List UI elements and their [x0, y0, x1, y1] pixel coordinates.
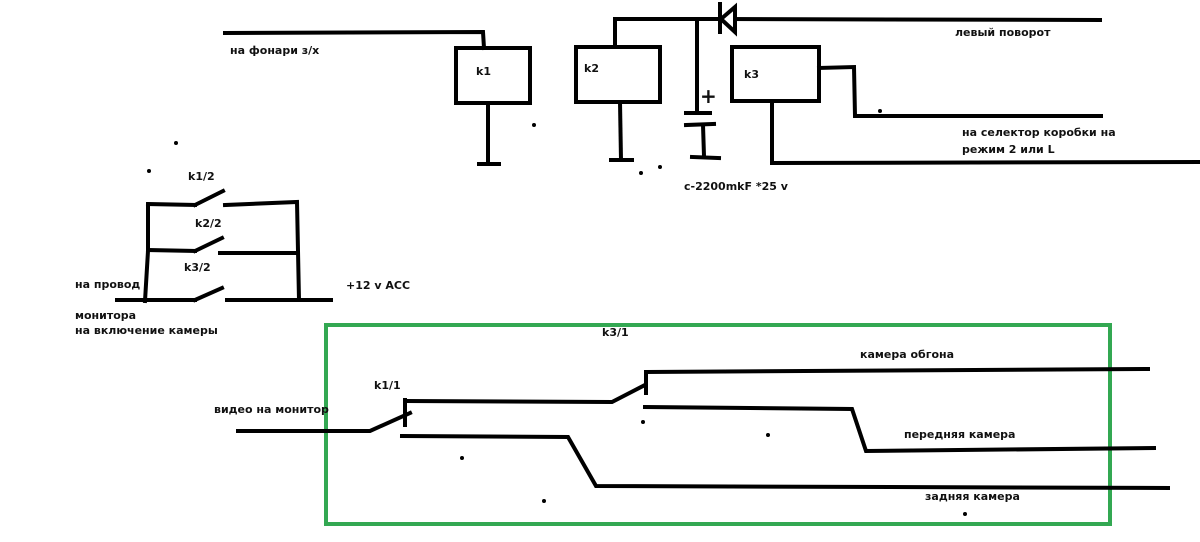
relay-k3-label: k3 — [744, 68, 759, 81]
switch-k2-2-blade — [192, 235, 225, 254]
label-monitor: монитора — [75, 309, 137, 322]
label-front-camera: передняя камера — [904, 428, 1016, 441]
wire-k1-2-left — [145, 201, 198, 208]
relay-k1-coil — [454, 46, 532, 105]
label-capacitor: c-2200mkF *25 v — [684, 180, 788, 193]
wire-capacitor-bottom — [700, 122, 707, 159]
stray-dot — [147, 169, 151, 173]
label-left-turn: левый поворот — [955, 26, 1051, 39]
wire-rear-camera — [399, 433, 1171, 491]
label-k3-1: k3/1 — [602, 326, 629, 339]
label-tail-lights: на фонари з/х — [230, 44, 320, 57]
label-k1-2: k1/2 — [188, 170, 215, 183]
label-video-to-monitor: видео на монитор — [214, 403, 329, 416]
wire-tail-lights — [222, 29, 487, 51]
label-camera-enable: на включение камеры — [75, 324, 218, 337]
stray-dot — [878, 109, 882, 113]
ground-capacitor-symbol — [689, 154, 722, 161]
wire-video-in — [236, 410, 413, 433]
label-k1-1: k1/1 — [374, 379, 401, 392]
stray-dot — [542, 499, 546, 503]
wire-k2-2-left — [145, 247, 198, 254]
switch-k1-2-blade — [192, 188, 226, 208]
label-acc: +12 v ACC — [346, 279, 411, 292]
wire-k2-top — [613, 17, 724, 49]
wire-k1-2-right — [222, 199, 302, 303]
video-switch-frame — [324, 323, 1112, 526]
capacitor-plus-sign: + — [700, 84, 717, 108]
stray-dot — [639, 171, 643, 175]
wire-left-turn — [719, 16, 1103, 23]
wire-overtake-camera — [643, 366, 1151, 375]
stray-dot — [532, 123, 536, 127]
label-selector-line1: на селектор коробки на — [962, 126, 1116, 139]
switch-k3-2-blade — [192, 285, 225, 303]
label-selector-line2: режим 2 или L — [962, 143, 1055, 156]
wire-k1-1-upper — [402, 382, 648, 405]
wire-k3-selector — [816, 64, 1103, 118]
relay-k3-coil — [730, 45, 821, 103]
stray-dot — [963, 512, 967, 516]
label-to-wire: на провод — [75, 278, 141, 291]
stray-dot — [174, 141, 178, 145]
wire-left-bus — [142, 204, 150, 304]
relay-k1-label: k1 — [476, 65, 491, 78]
wire-k2-ground — [617, 99, 624, 163]
wire-k3-bottom — [770, 99, 1200, 166]
label-rear-camera: задняя камера — [925, 490, 1020, 503]
label-k3-2: k3/2 — [184, 261, 211, 274]
stray-dot — [658, 165, 662, 169]
relay-k2-label: k2 — [584, 62, 599, 75]
stray-dot — [460, 456, 464, 460]
diode-icon — [717, 2, 737, 37]
stray-dot — [766, 433, 770, 437]
wire-front-camera — [642, 404, 1157, 454]
stray-dot — [641, 420, 645, 424]
label-k2-2: k2/2 — [195, 217, 222, 230]
capacitor-plate-neg — [683, 121, 717, 128]
label-overtake-camera: камера обгона — [860, 348, 955, 361]
